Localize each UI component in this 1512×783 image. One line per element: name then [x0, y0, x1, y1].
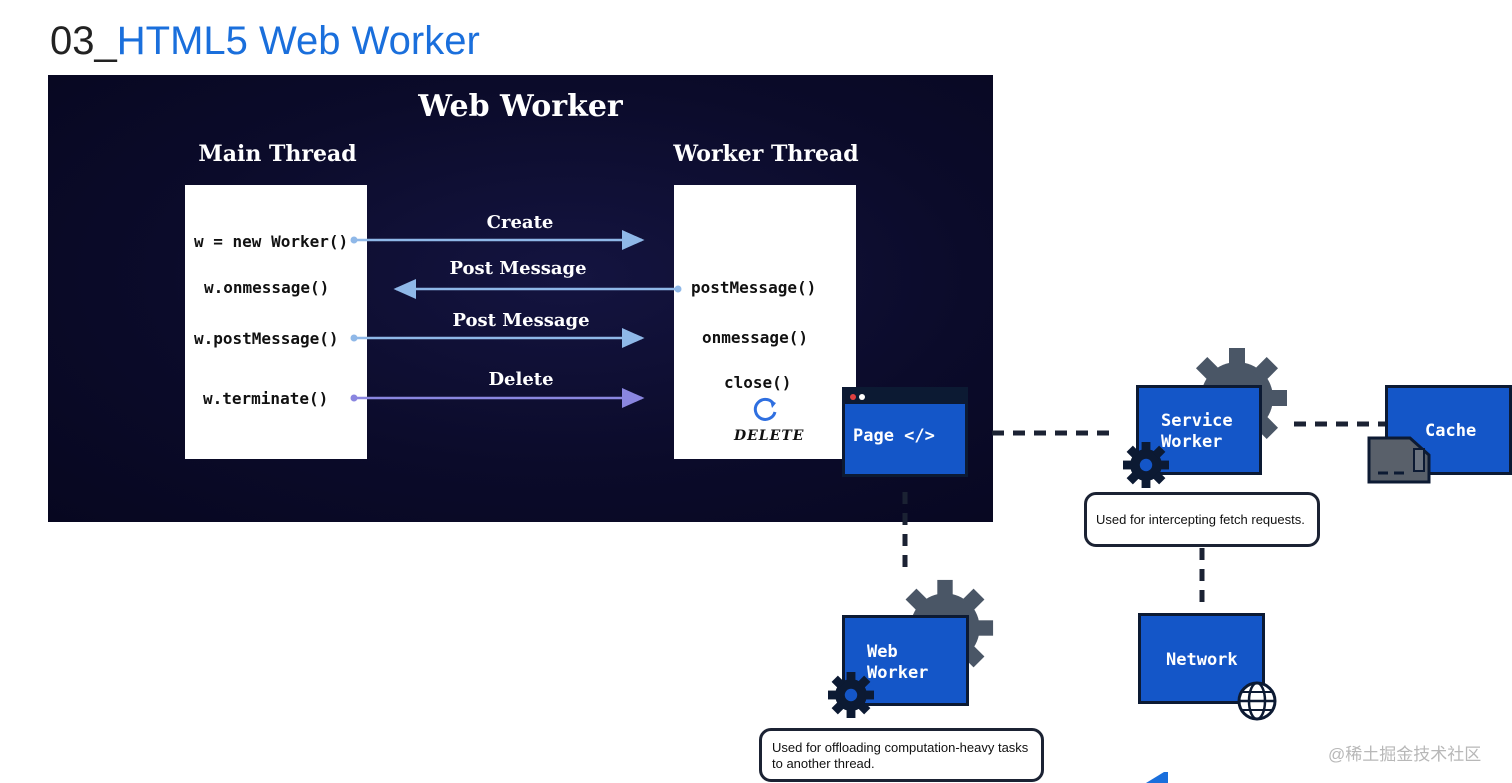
arrow-label-post-message: Post Message — [449, 258, 587, 279]
refresh-icon — [753, 397, 777, 421]
cache-node: Cache — [1385, 385, 1512, 475]
message-arrows — [350, 230, 682, 408]
page-node: Page </> — [842, 387, 968, 477]
brand-logo-icon — [1146, 772, 1168, 783]
worker-thread-heading: Worker Thread — [673, 141, 859, 167]
slide-title: 03_HTML5 Web Worker — [50, 18, 480, 64]
worker-thread-box — [674, 185, 856, 459]
service-worker-label-2: Worker — [1161, 432, 1223, 452]
globe-icon — [1237, 681, 1277, 721]
service-worker-note: Used for intercepting fetch requests. — [1084, 492, 1320, 547]
sd-card-icon — [1367, 436, 1431, 484]
slide-title-text: HTML5 Web Worker — [116, 19, 480, 63]
web-worker-panel: Web Worker Main Thread Worker Thread w =… — [48, 75, 993, 522]
watermark: @稀土掘金技术社区 — [1328, 745, 1482, 764]
delete-label: DELETE — [734, 428, 805, 444]
web-worker-note-line-1: Used for offloading computation-heavy ta… — [772, 740, 1029, 755]
main-thread-item: w.postMessage() — [194, 329, 339, 348]
main-thread-box — [185, 185, 367, 459]
slide-number: 03_ — [50, 19, 117, 63]
cache-label: Cache — [1425, 421, 1477, 441]
worker-thread-item: close() — [724, 373, 792, 392]
service-worker-note-text: Used for intercepting fetch requests. — [1096, 512, 1305, 527]
main-thread-item: w.onmessage() — [204, 278, 330, 297]
worker-thread-item: postMessage() — [691, 278, 817, 297]
main-thread-item: w = new Worker() — [194, 232, 349, 251]
web-worker-label-2: Worker — [867, 663, 929, 683]
gear-icon — [1123, 442, 1169, 488]
web-worker-note: Used for offloading computation-heavy ta… — [759, 728, 1044, 782]
browser-bar — [845, 390, 965, 404]
service-worker-label-1: Service — [1161, 411, 1233, 431]
page-node-label: Page </> — [853, 426, 935, 446]
worker-thread-item: onmessage() — [702, 328, 808, 347]
arrow-label-create: Create — [486, 212, 554, 233]
panel-title: Web Worker — [418, 89, 623, 124]
web-worker-label-1: Web — [867, 642, 898, 662]
arrow-label-post-message: Post Message — [452, 310, 590, 331]
main-thread-heading: Main Thread — [198, 141, 357, 167]
network-label: Network — [1166, 650, 1238, 670]
main-thread-item: w.terminate() — [203, 389, 329, 408]
arrow-label-delete: Delete — [488, 369, 554, 390]
gear-icon — [828, 672, 874, 718]
web-worker-note-line-2: to another thread. — [772, 756, 875, 771]
